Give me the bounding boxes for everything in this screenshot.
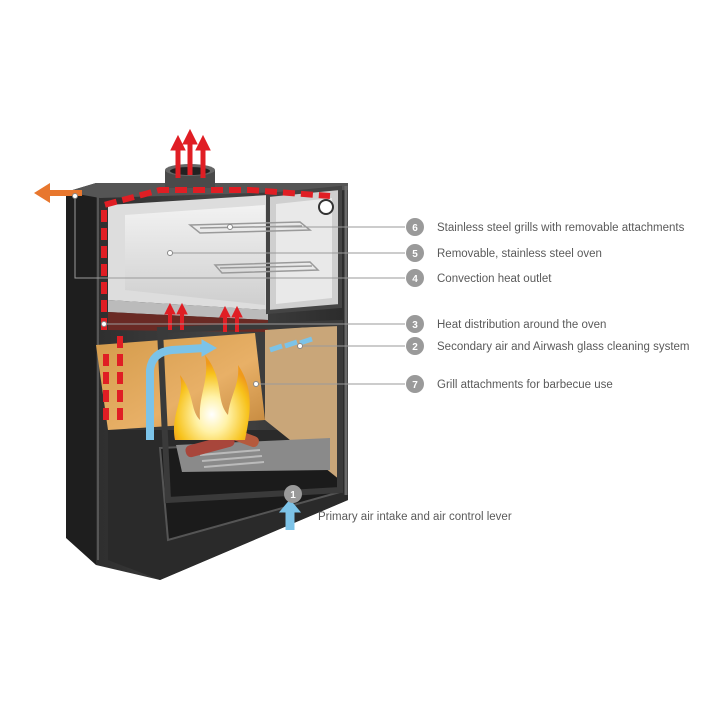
callout-badge bbox=[406, 375, 424, 393]
callout-number: 2 bbox=[412, 342, 418, 353]
callout-number: 5 bbox=[412, 249, 418, 260]
callout-number: 4 bbox=[412, 274, 418, 285]
firebox-door-frame bbox=[156, 319, 343, 504]
callout-6: 6 Stainless steel grills with removable … bbox=[406, 218, 685, 236]
callout-label: Secondary air and Airwash glass cleaning… bbox=[437, 341, 690, 353]
callout-7: 7 Grill attachments for barbecue use bbox=[406, 375, 613, 393]
callout-label: Removable, stainless steel oven bbox=[437, 248, 602, 260]
convection-outlet-arrow bbox=[34, 183, 82, 203]
leader-lines bbox=[74, 196, 405, 385]
callout-badge bbox=[406, 218, 424, 236]
callout-badge bbox=[406, 337, 424, 355]
firebox bbox=[96, 325, 340, 480]
callout-label: Primary air intake and air control lever bbox=[318, 511, 512, 523]
oven-cavity bbox=[108, 195, 268, 320]
callout-label: Heat distribution around the oven bbox=[437, 319, 606, 331]
leader-dots bbox=[72, 193, 303, 387]
flames bbox=[173, 355, 250, 440]
callout-badge bbox=[406, 315, 424, 333]
callout-badge bbox=[406, 244, 424, 262]
hot-air-flow bbox=[101, 128, 331, 420]
callout-label: Stainless steel grills with removable at… bbox=[437, 222, 685, 234]
callout-number: 1 bbox=[290, 490, 296, 501]
callout-label: Convection heat outlet bbox=[437, 273, 552, 285]
oven-thermometer-icon bbox=[318, 199, 334, 215]
cool-air-flow bbox=[146, 336, 313, 530]
callout-2: 2 Secondary air and Airwash glass cleani… bbox=[406, 337, 690, 355]
callout-1: 1 Primary air intake and air control lev… bbox=[284, 485, 512, 523]
callout-badge bbox=[284, 485, 302, 503]
callout-number: 7 bbox=[412, 380, 418, 391]
callout-badge bbox=[406, 269, 424, 287]
callout-number: 3 bbox=[412, 320, 418, 331]
callout-number: 6 bbox=[412, 223, 418, 234]
callout-5: 5 Removable, stainless steel oven bbox=[406, 244, 602, 262]
callout-label: Grill attachments for barbecue use bbox=[437, 379, 613, 391]
callout-3: 3 Heat distribution around the oven bbox=[406, 315, 606, 333]
oven-door bbox=[266, 185, 342, 315]
callout-4: 4 Convection heat outlet bbox=[406, 269, 552, 287]
